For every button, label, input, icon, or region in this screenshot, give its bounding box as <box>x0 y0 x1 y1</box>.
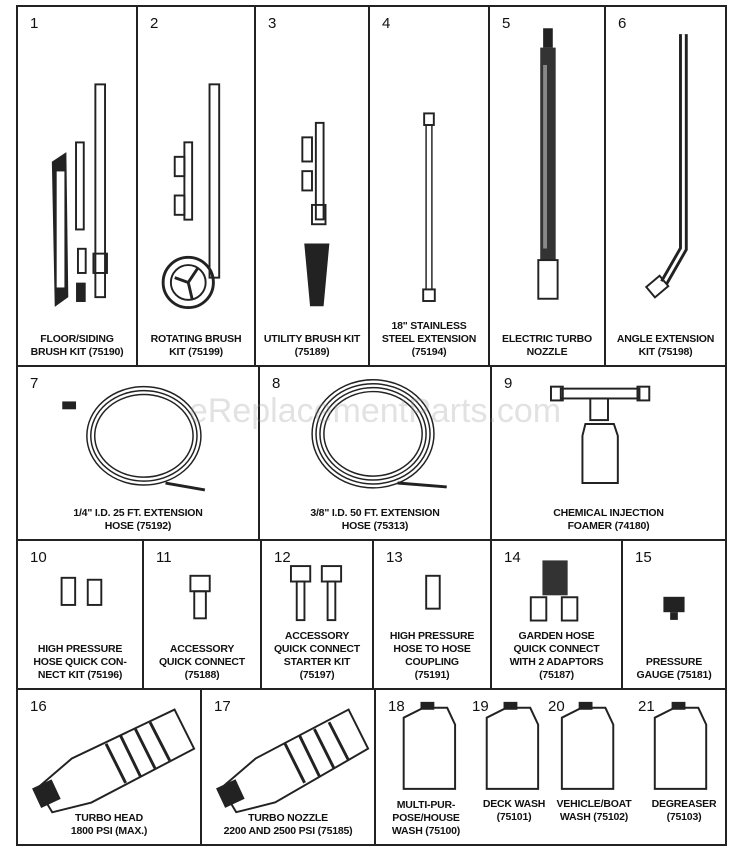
part-number: 14 <box>504 549 521 566</box>
part-number: 15 <box>635 549 652 566</box>
part-caption: ROTATING BRUSH KIT (75199) <box>150 333 242 358</box>
part-number: 18 <box>388 698 405 715</box>
garden-hose-quick-connect-illustration <box>529 560 579 622</box>
rotating-brush-kit-illustration <box>161 83 221 310</box>
part-caption: PRESSURE GAUGE (75181) <box>636 656 712 681</box>
part-caption: VEHICLE/BOAT WASH (75102) <box>556 798 632 823</box>
part-number: 10 <box>30 549 47 566</box>
part-number: 17 <box>214 698 231 715</box>
part-number: 16 <box>30 698 47 715</box>
part-caption: HIGH PRESSURE HOSE QUICK CON- NECT KIT (… <box>33 643 127 681</box>
stainless-steel-extension-illustration <box>422 112 436 302</box>
part-cell-4: 4 18" STAINLESS STEEL EXTENSION (75194) <box>368 5 490 367</box>
part-cell-12: 12 ACCESSORY QUICK CONNECT STARTER KIT (… <box>260 539 374 690</box>
turbo-nozzle-illustration <box>216 708 370 814</box>
jug-deck-wash-icon <box>485 701 540 790</box>
jug-degreaser-icon <box>653 701 708 790</box>
part-number: 13 <box>386 549 403 566</box>
quick-connect-starter-kit-illustration <box>289 565 343 622</box>
part-number: 19 <box>472 698 489 715</box>
part-caption: DEGREASER (75103) <box>651 798 717 823</box>
extension-hose-25ft-illustration <box>62 385 206 492</box>
part-cell-2: 2 ROTATING BRUSH KIT (75199) <box>136 5 256 367</box>
part-caption: DECK WASH (75101) <box>482 798 546 823</box>
part-cell-8: 8 3/8" I.D. 50 ft. EXTENSION HOSE (75313… <box>258 365 492 541</box>
part-cell-1: 1 FLOOR/SIDING BRUSH KIT (75190) <box>16 5 138 367</box>
part-caption: GARDEN HOSE QUICK CONNECT WITH 2 ADAPTOR… <box>509 630 604 681</box>
part-caption: CHEMICAL INJECTION FOAMER (74180) <box>553 507 664 532</box>
part-cell-16: 16 TURBO HEAD 1800 PSI (max.) <box>16 688 202 846</box>
part-number: 21 <box>638 698 655 715</box>
part-cell-3: 3 UTILITY BRUSH KIT (75189) <box>254 5 370 367</box>
part-cell-5: 5 ELECTRIC TURBO NOZZLE <box>488 5 606 367</box>
part-caption: HIGH PRESSURE HOSE TO HOSE COUPLING (751… <box>389 630 475 681</box>
part-caption: 18" STAINLESS STEEL EXTENSION (75194) <box>381 320 477 358</box>
part-number: 11 <box>156 549 172 566</box>
hose-quick-connect-kit-illustration <box>60 576 103 606</box>
part-caption: 3/8" I.D. 50 ft. EXTENSION HOSE (75313) <box>310 507 440 532</box>
part-caption: TURBO NOZZLE 2200 and 2500 PSI (75185) <box>223 812 353 837</box>
part-caption: FLOOR/SIDING BRUSH KIT (75190) <box>30 333 124 358</box>
part-cell-13: 13 HIGH PRESSURE HOSE TO HOSE COUPLING (… <box>372 539 492 690</box>
part-cell-17: 17 TURBO NOZZLE 2200 and 2500 PSI (75185… <box>200 688 376 846</box>
part-cell-7: 7 1/4" I.D. 25 ft. EXTENSION HOSE (75192… <box>16 365 260 541</box>
turbo-head-illustration <box>32 708 196 814</box>
part-caption: 1/4" I.D. 25 ft. EXTENSION HOSE (75192) <box>73 507 203 532</box>
jug-vehicle-boat-wash-icon <box>560 701 615 790</box>
angle-extension-kit-illustration <box>644 34 688 299</box>
chemical-injection-foamer-illustration <box>549 385 651 484</box>
jug-multi-purpose-icon <box>402 701 457 790</box>
pressure-gauge-illustration <box>663 596 685 620</box>
part-number: 9 <box>504 375 513 392</box>
part-caption: UTILITY BRUSH KIT (75189) <box>263 333 361 358</box>
part-number: 4 <box>382 15 391 32</box>
part-number: 1 <box>30 15 39 32</box>
part-number: 2 <box>150 15 159 32</box>
part-cell-15: 15 PRESSURE GAUGE (75181) <box>621 539 727 690</box>
part-caption: TURBO HEAD 1800 PSI (max.) <box>70 812 148 837</box>
hose-to-hose-coupling-illustration <box>425 574 441 610</box>
part-number: 20 <box>548 698 565 715</box>
part-number: 8 <box>272 375 281 392</box>
part-cell-11: 11 ACCESSORY QUICK CONNECT (75188) <box>142 539 262 690</box>
part-caption: ACCESSORY QUICK CONNECT (75188) <box>158 643 246 681</box>
part-number: 6 <box>618 15 627 32</box>
cleaning-jugs-illustration <box>402 701 708 790</box>
part-caption: ANGLE EXTENSION KIT (75198) <box>616 333 715 358</box>
electric-turbo-nozzle-illustration <box>537 28 559 300</box>
part-number: 12 <box>274 549 291 566</box>
part-caption: ACCESSORY QUICK CONNECT STARTER KIT (751… <box>273 630 361 681</box>
part-number: 5 <box>502 15 511 32</box>
utility-brush-kit-illustration <box>301 121 330 307</box>
part-cell-6: 6 ANGLE EXTENSION KIT (75198) <box>604 5 727 367</box>
part-caption: MULTI-PUR- POSE/HOUSE WASH (75100) <box>391 799 461 837</box>
part-number: 7 <box>30 375 39 392</box>
part-cell-10: 10 HIGH PRESSURE HOSE QUICK CON- NECT KI… <box>16 539 144 690</box>
part-number: 3 <box>268 15 277 32</box>
extension-hose-50ft-illustration <box>311 379 447 489</box>
floor-brush-kit-illustration <box>51 83 108 307</box>
accessory-quick-connect-illustration <box>189 574 211 620</box>
part-cell-14: 14 GARDEN HOSE QUICK CONNECT WITH 2 ADAP… <box>490 539 623 690</box>
part-cell-18-21: 18 19 20 21 MULTI-PUR- POSE/HOUSE WASH (… <box>374 688 727 846</box>
part-caption: ELECTRIC TURBO NOZZLE <box>502 333 592 358</box>
part-cell-9: 9 CHEMICAL INJECTION FOAMER (74180) <box>490 365 727 541</box>
